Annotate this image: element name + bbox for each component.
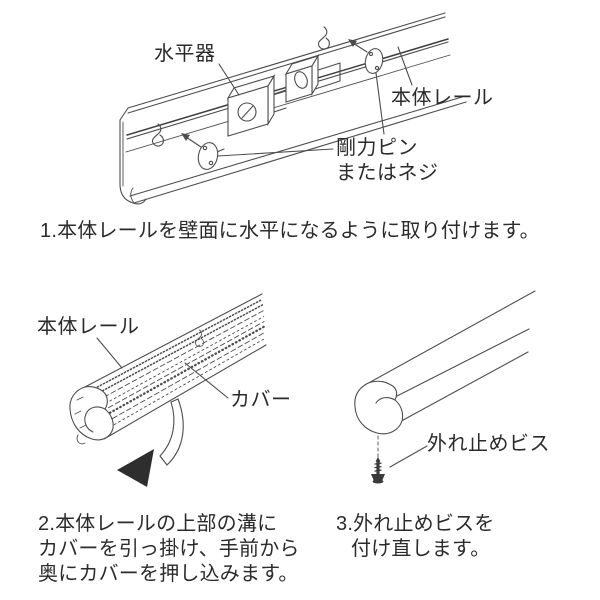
- leader-line: [218, 63, 240, 96]
- mounting-pin-drawing: [364, 48, 384, 74]
- step3-caption-line1: 3.外れ止めビスを: [336, 513, 495, 535]
- spirit-level-drawing: [226, 54, 341, 137]
- label-pin-line2: またはネジ: [336, 162, 439, 184]
- step2-caption-line2: カバーを引っ掛け、手前から: [38, 538, 300, 560]
- step1-caption: 1.本体レールを壁面に水平になるように取り付けます。: [40, 220, 540, 242]
- step2-caption: 2.本体レールの上部の溝に カバーを引っ掛け、手前から 奥にカバーを押し込みます…: [38, 512, 300, 587]
- covered-rail-drawing: [69, 293, 267, 445]
- step3-caption: 3.外れ止めビスを 付け直します。: [336, 512, 494, 562]
- leader-line: [389, 445, 428, 468]
- step2-caption-line3: 奥にカバーを押し込みます。: [38, 563, 299, 585]
- label-pin: 剛力ピン またはネジ: [336, 136, 439, 186]
- label-pin-line1: 剛力ピン: [336, 137, 418, 159]
- insert-direction-arrow-icon: [348, 39, 368, 53]
- rail-hook-icon: [194, 329, 204, 347]
- label-rail: 本体レール: [391, 87, 494, 109]
- leader-line: [375, 72, 385, 135]
- insert-direction-arrow-icon: [181, 133, 202, 148]
- cover-end-profile: [69, 386, 114, 441]
- step2-illustration: [69, 293, 267, 487]
- label-rail: 本体レール: [37, 316, 140, 338]
- retaining-screw-icon: [371, 457, 385, 484]
- step1-illustration: [119, 12, 467, 205]
- level-vial-icon: [294, 71, 308, 89]
- leader-line: [184, 362, 229, 399]
- rail-hook-icon: [151, 123, 164, 147]
- mounting-pin-drawing: [197, 142, 225, 170]
- rail-hook-icon: [317, 26, 330, 50]
- label-level: 水平器: [154, 43, 216, 65]
- leader-line: [96, 337, 123, 369]
- rotate-cover-arrow-icon: [117, 398, 184, 487]
- step3-caption-line2: 付け直します。: [351, 538, 491, 560]
- rail-end-drawing: [354, 290, 536, 435]
- step2-caption-line1: 2.本体レールの上部の溝に: [38, 513, 278, 535]
- label-cover: カバー: [230, 389, 292, 411]
- leader-line: [397, 46, 413, 86]
- step3-illustration: [354, 290, 536, 484]
- cover-end-profile: [354, 380, 404, 435]
- leader-line: [217, 148, 334, 157]
- label-retaining-screw: 外れ止めビス: [427, 433, 550, 455]
